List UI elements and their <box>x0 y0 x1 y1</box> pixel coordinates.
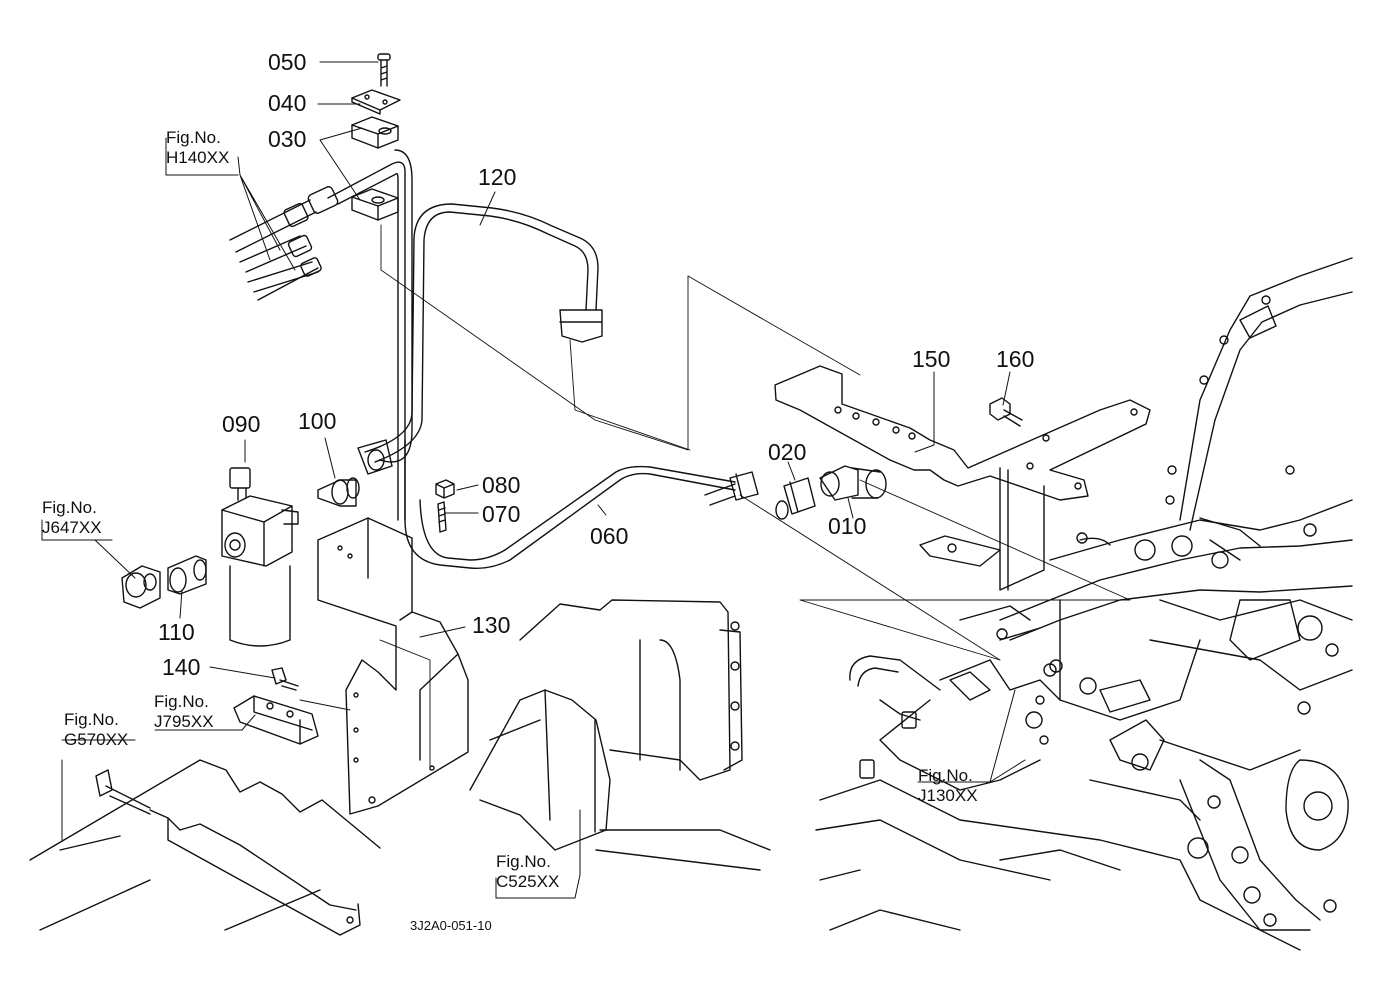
part-030-clamp-upper <box>351 116 399 149</box>
part-020-adapter <box>775 477 816 520</box>
figref-g570: Fig.No. G570XX <box>64 710 128 750</box>
label-130: 130 <box>472 612 511 638</box>
part-080-nut <box>435 479 455 499</box>
label-070: 070 <box>482 501 521 527</box>
figref-j130-code: J130XX <box>918 786 978 805</box>
label-160: 160 <box>996 346 1035 372</box>
part-100-fitting <box>317 477 360 507</box>
label-010: 010 <box>828 513 867 539</box>
figref-c525: Fig.No. C525XX <box>496 852 559 892</box>
label-100: 100 <box>298 408 337 434</box>
figref-j795-code: J795XX <box>154 712 214 731</box>
part-040-plate <box>351 89 401 115</box>
bracket-j795 <box>233 695 319 745</box>
figref-j795-title: Fig.No. <box>154 692 209 711</box>
part-070-stud <box>437 501 447 533</box>
transmission-assembly <box>815 257 1353 951</box>
label-120: 120 <box>478 164 517 190</box>
figref-c525-title: Fig.No. <box>496 852 551 871</box>
part-150-bracket <box>774 365 1151 591</box>
figref-j795: Fig.No. J795XX <box>154 692 214 732</box>
label-020: 020 <box>768 439 807 465</box>
label-150: 150 <box>912 346 951 372</box>
part-120-pipe <box>357 203 603 475</box>
label-110: 110 <box>158 619 195 645</box>
assembly-lines <box>299 224 1131 771</box>
figref-j130-title: Fig.No. <box>918 766 973 785</box>
leader-lines <box>61 61 1026 876</box>
label-140: 140 <box>162 654 201 680</box>
part-110-fittings <box>121 555 207 609</box>
part-140-bolt <box>271 667 299 691</box>
housing-c525 <box>469 599 771 871</box>
label-030: 030 <box>268 126 307 152</box>
drawing-code: 3J2A0-051-10 <box>410 918 492 933</box>
figref-g570-code: G570XX <box>64 730 129 749</box>
part-090-filter <box>221 467 299 647</box>
label-080: 080 <box>482 472 521 498</box>
label-050: 050 <box>268 49 307 75</box>
part-160-bolt <box>989 397 1023 427</box>
part-010-elbow <box>819 465 887 501</box>
part-050-bolt <box>377 53 391 87</box>
figref-h140-title: Fig.No. <box>166 128 221 147</box>
plate-g570 <box>29 759 381 936</box>
part-130-bracket <box>317 517 469 815</box>
figref-j647-code: J647XX <box>42 518 102 537</box>
hose-group-h140 <box>229 186 339 301</box>
figref-j130: Fig.No. J130XX <box>918 766 978 806</box>
pipe-main <box>327 149 736 570</box>
part-060-pipe-end <box>704 471 759 506</box>
figref-g570-title: Fig.No. <box>64 710 119 729</box>
figref-j647-title: Fig.No. <box>42 498 97 517</box>
label-boxes <box>41 137 991 899</box>
figref-h140-code: H140XX <box>166 148 230 167</box>
label-040: 040 <box>268 90 307 116</box>
figref-j647: Fig.No. J647XX <box>42 498 102 538</box>
label-090: 090 <box>222 411 261 437</box>
label-060: 060 <box>590 523 629 549</box>
figref-c525-code: C525XX <box>496 872 560 891</box>
figref-h140: Fig.No. H140XX <box>166 128 229 168</box>
